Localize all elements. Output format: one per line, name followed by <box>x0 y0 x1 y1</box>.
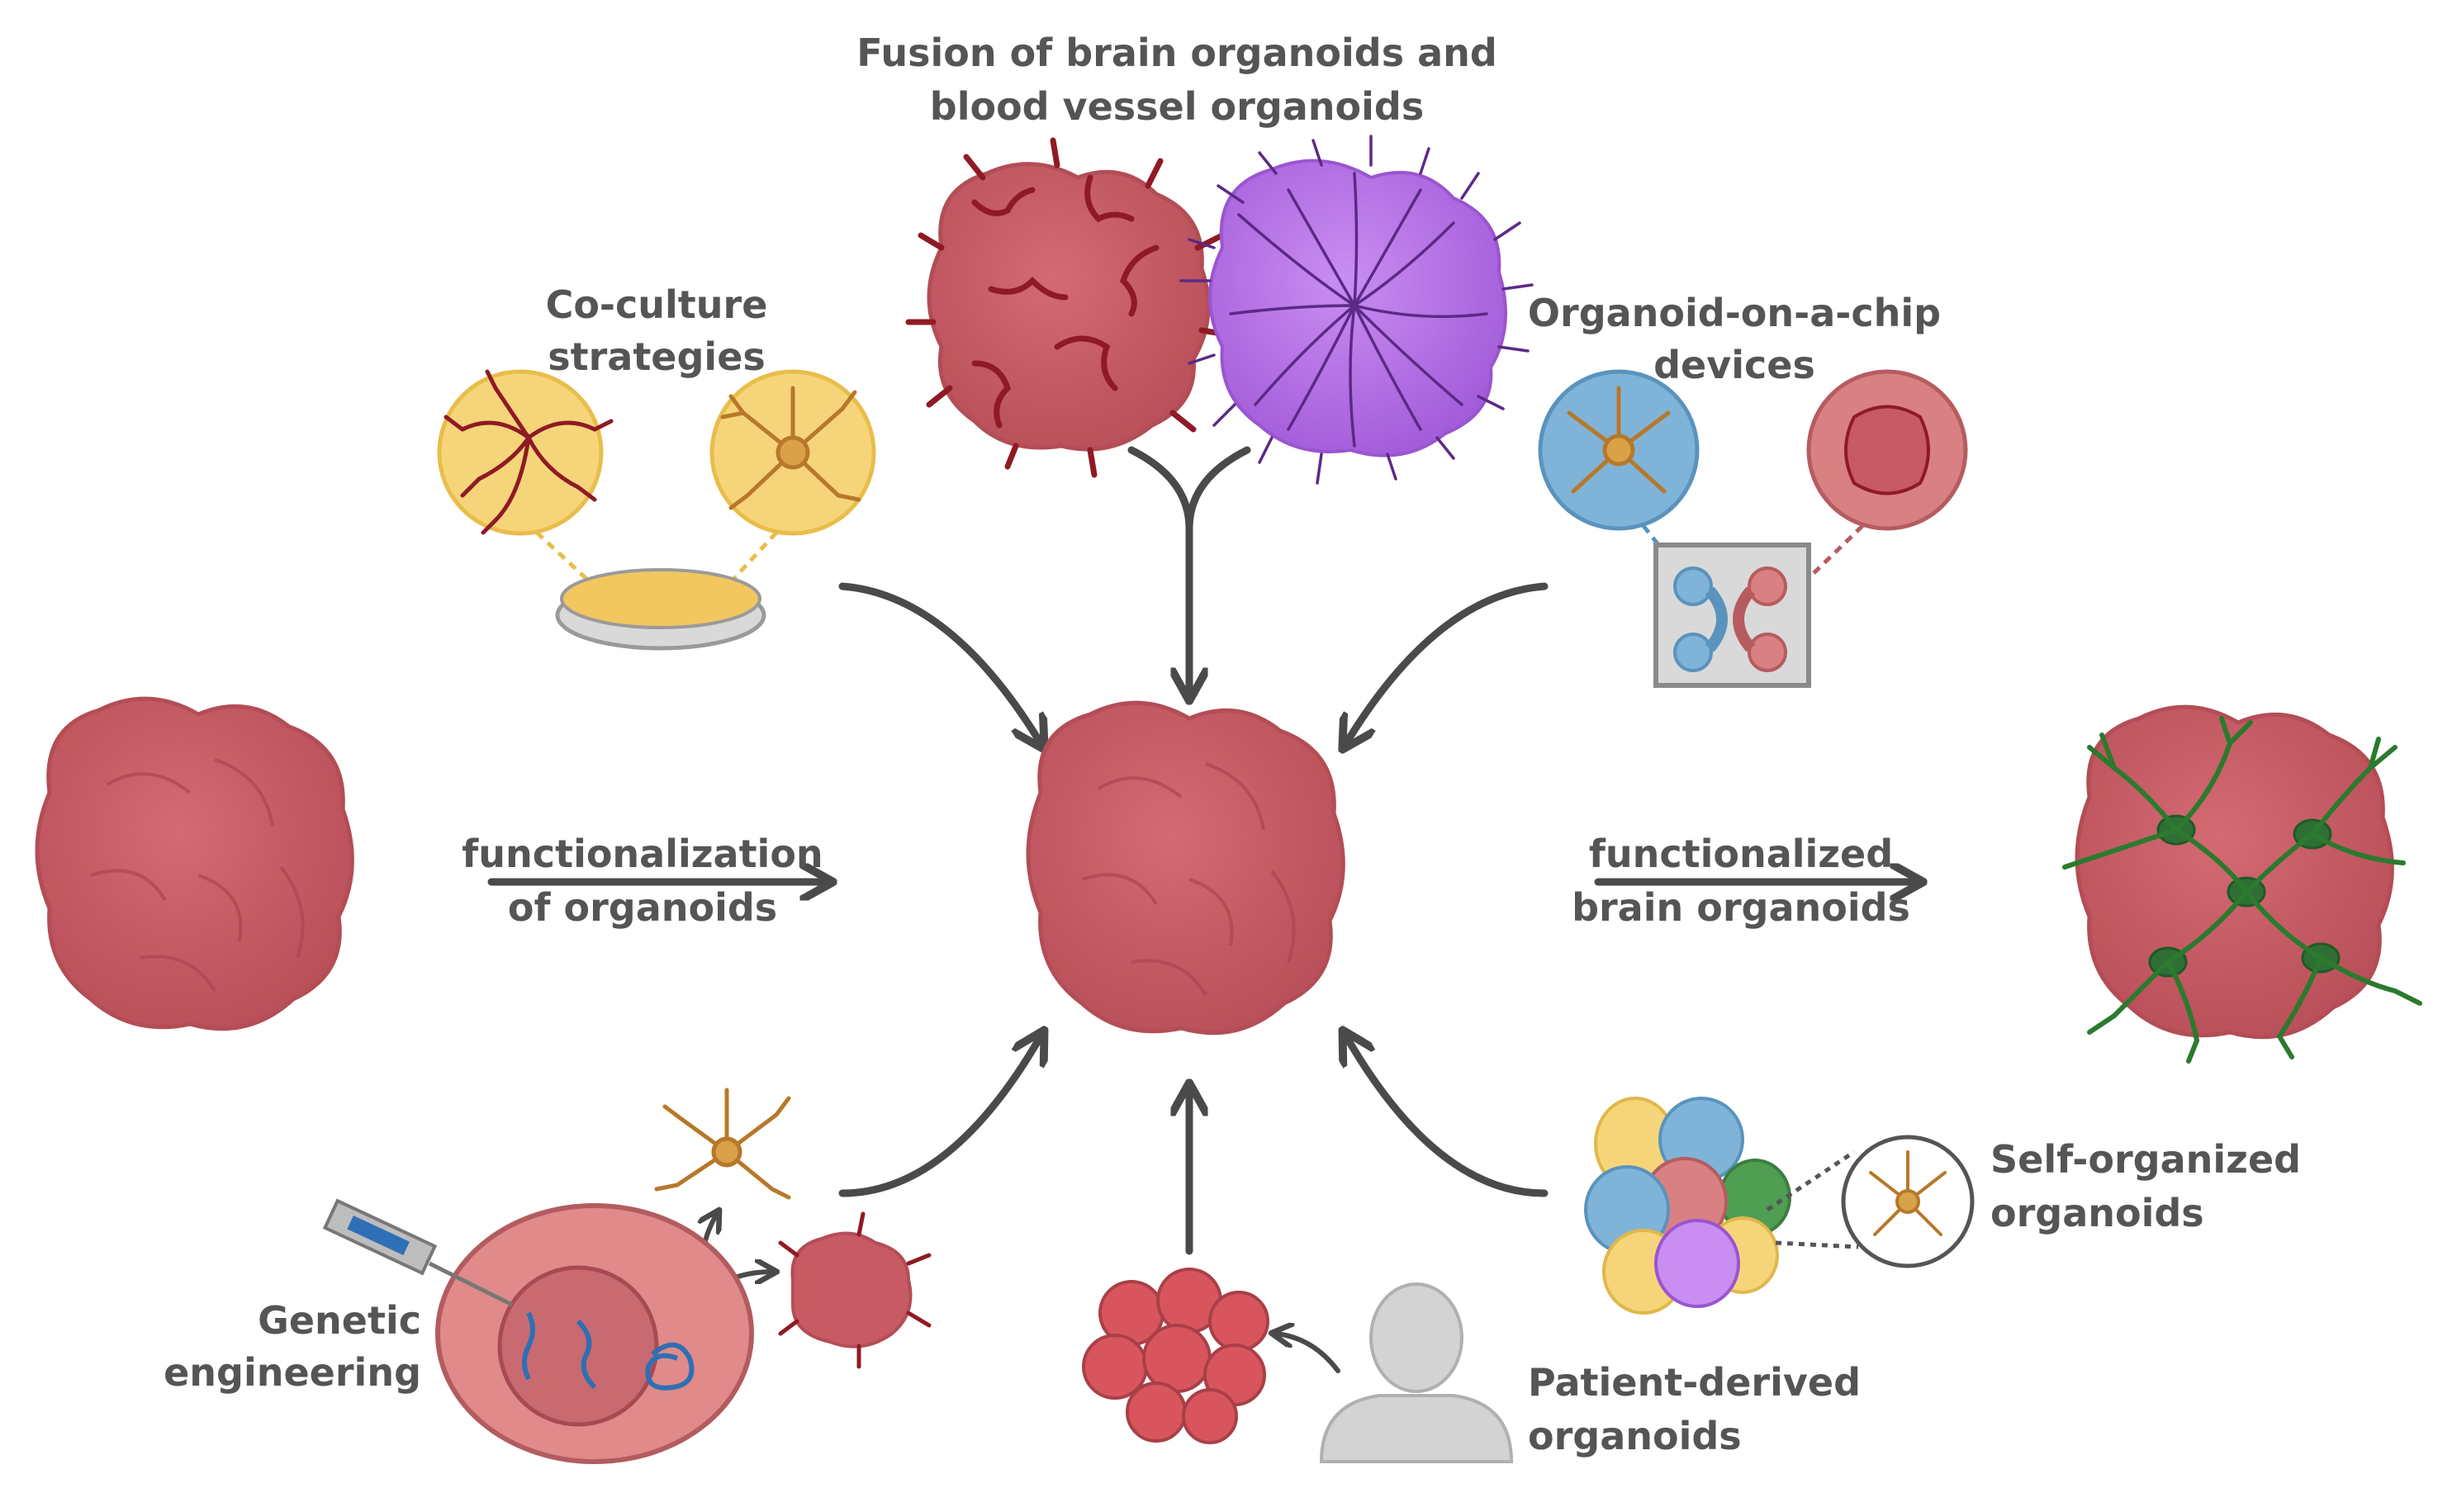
functionalization-label-line2: of organoids <box>508 885 777 930</box>
labels: Fusion of brain organoids and blood vess… <box>164 31 2301 1458</box>
selforg-label-line2: organoids <box>1990 1191 2204 1235</box>
arrows <box>487 446 1916 1255</box>
functionalized-label-line1: functionalized <box>1589 832 1893 876</box>
blood-vessel-organoid-top <box>1179 135 1534 485</box>
genetic-engineering-illustration <box>322 1088 932 1464</box>
brain-organoid-top <box>905 137 1230 478</box>
coculture-label-line2: strategies <box>548 334 766 379</box>
small-organoid <box>778 1211 932 1369</box>
patient-derived-illustration <box>1082 1268 1514 1463</box>
arrow-fusion-branch-left <box>1127 446 1193 533</box>
functionalization-label-line1: functionalization <box>462 832 823 876</box>
chip-label-line2: devices <box>1653 343 1815 387</box>
coculture-label-line1: Co-culture <box>546 282 768 327</box>
arrow-chip-to-center <box>1346 582 1549 743</box>
patient-label-line1: Patient-derived <box>1528 1360 1861 1405</box>
genetic-label-line2: engineering <box>164 1350 421 1395</box>
functionalized-organoid-right <box>2062 704 2422 1064</box>
arrow-person-to-cells <box>1276 1334 1340 1373</box>
plain-organoid-center <box>1026 700 1345 1036</box>
selforg-label-line1: Self-organized <box>1990 1137 2301 1182</box>
organoid-on-chip-illustration <box>1538 369 1968 688</box>
arrow-selforg-to-center <box>1346 1036 1549 1197</box>
person-icon <box>1319 1282 1514 1463</box>
chip-label-line1: Organoid-on-a-chip <box>1528 291 1941 335</box>
plain-organoid-left <box>35 696 354 1031</box>
arrow-fusion-branch-right <box>1185 446 1251 533</box>
fusion-label-line2: blood vessel organoids <box>930 84 1424 129</box>
arrow-genetic-to-center <box>838 1036 1041 1197</box>
patient-label-line2: organoids <box>1528 1414 1742 1458</box>
self-organized-illustration <box>1584 1097 1975 1315</box>
neuron-icon <box>720 386 861 510</box>
coculture-illustration <box>437 369 876 651</box>
genetic-label-line1: Genetic <box>258 1298 421 1343</box>
fusion-label-line1: Fusion of brain organoids and <box>856 31 1497 75</box>
functionalized-label-line2: brain organoids <box>1572 885 1910 930</box>
arrow-coculture-to-center <box>838 582 1041 743</box>
syringe-icon <box>322 1198 514 1307</box>
